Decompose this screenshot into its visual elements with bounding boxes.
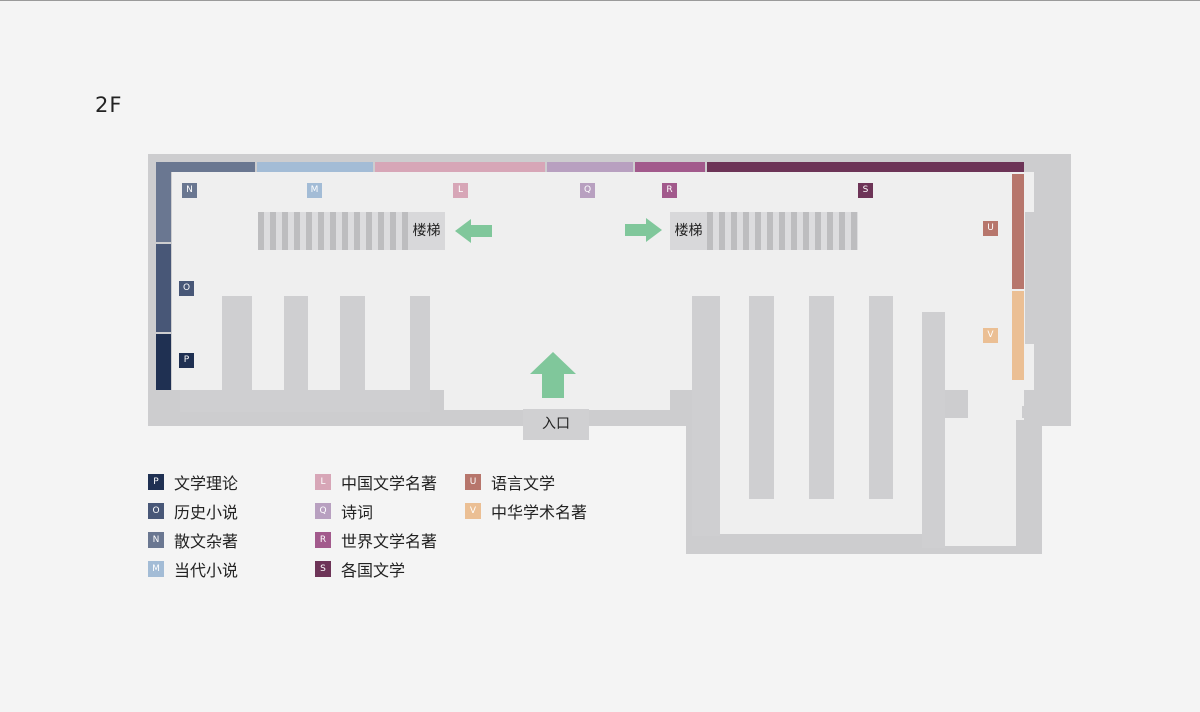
zone-strip-p	[156, 334, 171, 390]
zone-badge-o[interactable]: O	[179, 281, 194, 296]
legend-swatch-o: O	[148, 503, 164, 519]
shelf	[284, 296, 308, 396]
zone-badge-p[interactable]: P	[179, 353, 194, 368]
legend-swatch-l: L	[315, 474, 331, 490]
legend-label-o: 历史小说	[174, 503, 239, 522]
arrow-right-icon	[625, 218, 662, 242]
legend-label-m: 当代小说	[174, 561, 239, 580]
stairs-right-label[interactable]: 楼梯	[670, 212, 707, 250]
legend-swatch-s: S	[315, 561, 331, 577]
legend-item-p[interactable]: P 文学理论	[148, 473, 239, 493]
zone-strip-o	[156, 244, 171, 332]
zone-strip-m	[257, 162, 373, 172]
zone-badge-l[interactable]: L	[453, 183, 468, 198]
entrance-floor	[444, 388, 670, 410]
shelf	[749, 296, 774, 499]
shelf	[222, 296, 252, 396]
inner-wall-right	[1025, 212, 1041, 344]
shelf	[340, 296, 365, 396]
legend-item-r[interactable]: R 世界文学名著	[315, 531, 438, 551]
inner-wall-right-lower	[1022, 406, 1042, 418]
zone-strip-l	[375, 162, 545, 172]
zone-badge-s[interactable]: S	[858, 183, 873, 198]
arrow-left-icon	[455, 219, 492, 243]
legend-label-s: 各国文学	[341, 561, 406, 580]
legend-swatch-p: P	[148, 474, 164, 490]
zone-strip-q	[547, 162, 633, 172]
legend-item-o[interactable]: O 历史小说	[148, 502, 239, 522]
shelf-base	[180, 390, 430, 412]
zone-badge-v[interactable]: V	[983, 328, 998, 343]
legend-swatch-r: R	[315, 532, 331, 548]
stairs-left-steps	[258, 212, 408, 250]
floor-label: 2F	[95, 93, 123, 117]
arrow-up-icon	[530, 352, 576, 398]
shelf	[692, 296, 720, 536]
legend-label-p: 文学理论	[174, 474, 239, 493]
zone-strip-v	[1012, 291, 1024, 380]
zone-badge-q[interactable]: Q	[580, 183, 595, 198]
shelf	[922, 312, 945, 548]
legend-item-v[interactable]: V 中华学术名著	[465, 502, 588, 522]
legend-swatch-v: V	[465, 503, 481, 519]
legend-item-u[interactable]: U 语言文学	[465, 473, 556, 493]
zone-strip-n-left	[156, 162, 171, 242]
zone-badge-u[interactable]: U	[983, 221, 998, 236]
zone-badge-r[interactable]: R	[662, 183, 677, 198]
zone-badge-n[interactable]: N	[182, 183, 197, 198]
legend-swatch-u: U	[465, 474, 481, 490]
legend-swatch-n: N	[148, 532, 164, 548]
stairs-right-steps	[707, 212, 858, 250]
zone-strip-r	[635, 162, 705, 172]
legend-item-l[interactable]: L 中国文学名著	[315, 473, 438, 493]
legend-label-n: 散文杂著	[174, 532, 239, 551]
inner-wall-mid	[942, 406, 968, 418]
shelf	[410, 296, 430, 396]
zone-strip-s	[707, 162, 1024, 172]
legend-item-q[interactable]: Q 诗词	[315, 502, 374, 522]
zone-strip-n	[156, 162, 255, 172]
zone-badge-m[interactable]: M	[307, 183, 322, 198]
legend-item-n[interactable]: N 散文杂著	[148, 531, 239, 551]
shelf	[869, 296, 893, 499]
legend-swatch-q: Q	[315, 503, 331, 519]
zone-strip-u	[1012, 174, 1024, 289]
right-corridor-floor	[942, 418, 1016, 546]
legend-label-l: 中国文学名著	[341, 474, 438, 493]
right-corridor-floor-top	[968, 388, 1024, 420]
legend-label-u: 语言文学	[491, 474, 556, 493]
legend-label-v: 中华学术名著	[491, 503, 588, 522]
legend-swatch-m: M	[148, 561, 164, 577]
entrance-label[interactable]: 入口	[523, 409, 589, 440]
shelf	[809, 296, 834, 499]
legend-label-q: 诗词	[341, 503, 374, 522]
top-border	[0, 0, 1200, 1]
legend-label-r: 世界文学名著	[341, 532, 438, 551]
stairs-left-label[interactable]: 楼梯	[408, 212, 445, 250]
legend-item-m[interactable]: M 当代小说	[148, 560, 239, 580]
legend-item-s[interactable]: S 各国文学	[315, 560, 406, 580]
